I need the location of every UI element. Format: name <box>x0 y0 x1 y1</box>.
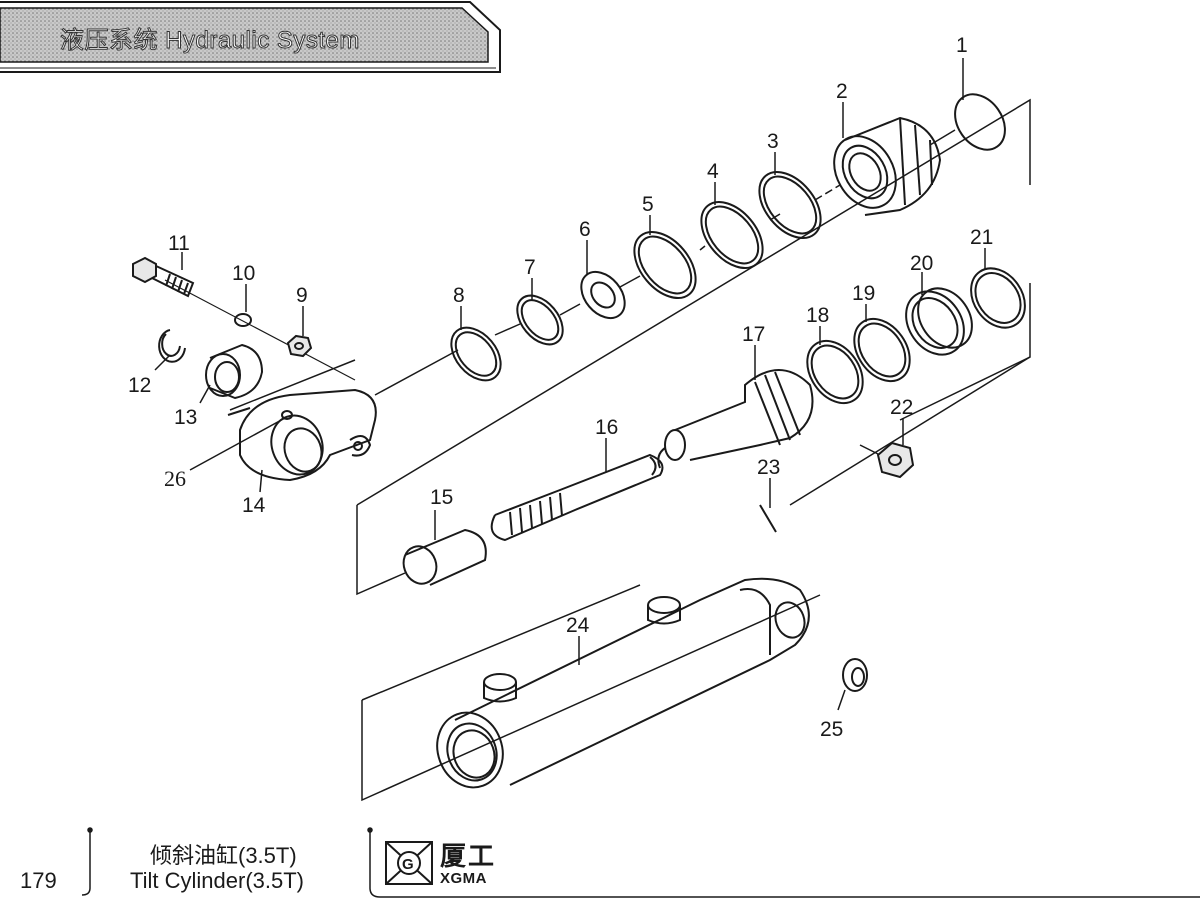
part-6-washer <box>580 270 626 320</box>
part-18-ring <box>806 339 864 405</box>
leader-lines <box>154 58 986 711</box>
assembly-frame-lines <box>164 98 1031 802</box>
part-16-piston-rod <box>490 447 666 542</box>
callout-18: 18 <box>806 304 829 327</box>
part-20-wear-ring <box>905 287 973 356</box>
callout-numbers: 1 2 3 4 5 6 7 8 9 10 11 12 13 14 15 16 1… <box>128 34 993 741</box>
part-8-ring <box>450 326 502 382</box>
part-11-bolt <box>132 256 195 298</box>
callout-1: 1 <box>956 34 968 57</box>
brand-name-chinese: 厦工 <box>440 841 497 871</box>
part-3-ring <box>758 171 822 239</box>
page-number: 179 <box>20 868 57 893</box>
part-4-ring <box>700 201 764 269</box>
callout-10: 10 <box>232 262 255 285</box>
part-21-ring <box>970 267 1026 329</box>
part-22-nut <box>876 441 915 479</box>
callout-2: 2 <box>836 80 848 103</box>
part-12-snap-ring <box>158 329 186 363</box>
footer-rules <box>81 827 1200 898</box>
callout-17: 17 <box>742 323 765 346</box>
callout-8: 8 <box>453 284 465 307</box>
xgma-logo-mark: G <box>385 841 433 885</box>
part-17-piston <box>664 369 814 461</box>
callout-26: 26 <box>164 466 186 491</box>
callout-12: 12 <box>128 374 151 397</box>
brand-name-english: XGMA <box>440 870 487 887</box>
callout-19: 19 <box>852 282 875 305</box>
callout-15: 15 <box>430 486 453 509</box>
part-25-bushing <box>842 658 868 692</box>
callout-7: 7 <box>524 256 536 279</box>
callout-21: 21 <box>970 226 993 249</box>
part-1-o-ring <box>954 93 1006 151</box>
callout-11: 11 <box>168 232 190 255</box>
part-19-ring <box>853 317 911 383</box>
part-2-gland-nut <box>833 116 942 216</box>
callout-23: 23 <box>757 456 780 479</box>
callout-20: 20 <box>910 252 933 275</box>
callout-25: 25 <box>820 718 843 741</box>
part-9-nut <box>286 334 313 358</box>
figure-title-chinese: 倾斜油缸(3.5T) <box>150 843 297 868</box>
part-24-cylinder-barrel <box>436 577 810 789</box>
header-banner <box>0 1 501 73</box>
callout-3: 3 <box>767 130 779 153</box>
callout-4: 4 <box>707 160 719 183</box>
callout-22: 22 <box>890 396 913 419</box>
callout-6: 6 <box>579 218 591 241</box>
part-23-pin <box>759 504 777 533</box>
callout-5: 5 <box>642 193 654 216</box>
part-14-rod-end <box>227 388 377 482</box>
part-26-grease-nipple <box>281 410 293 420</box>
part-7-ring <box>516 294 564 346</box>
callout-14: 14 <box>242 494 266 517</box>
part-5-ring <box>633 231 697 299</box>
section-title: 液压系统 Hydraulic System <box>60 27 360 55</box>
callout-16: 16 <box>595 416 618 439</box>
callout-13: 13 <box>174 406 197 429</box>
part-15-sleeve <box>402 528 487 586</box>
part-10-spring-washer <box>234 313 252 327</box>
figure-title-english: Tilt Cylinder(3.5T) <box>130 868 304 893</box>
callout-24: 24 <box>566 614 590 637</box>
callout-9: 9 <box>296 284 308 307</box>
part-13-bushing <box>205 343 264 400</box>
svg-text:G: G <box>402 856 414 873</box>
